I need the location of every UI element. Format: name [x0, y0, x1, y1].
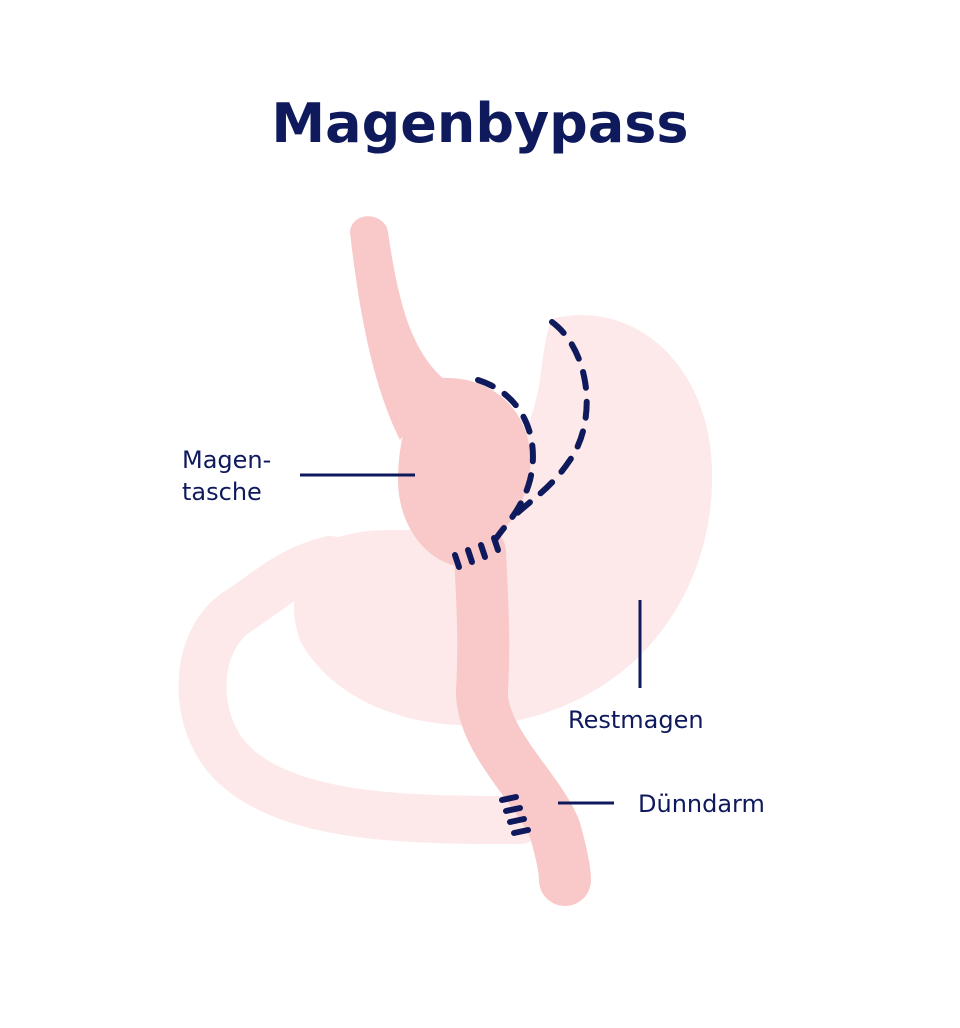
diagram-title: Magenbypass — [271, 92, 689, 155]
bypass-loop-shape — [178, 536, 544, 844]
stomach-pouch-shape — [398, 377, 531, 565]
pouch-staples — [452, 535, 501, 570]
stomach-pouch-label-line1: Magen- — [182, 446, 272, 474]
small-intestine-label: Dünndarm — [638, 790, 765, 818]
stomach-cut-line — [507, 319, 590, 523]
stomach-pouch-label: Magen- tasche — [182, 444, 271, 508]
small-intestine-shape — [454, 526, 591, 906]
remnant-stomach-label: Restmagen — [568, 706, 704, 734]
pouch-cut-line — [475, 377, 536, 543]
stomach-pouch-label-line2: tasche — [182, 478, 262, 506]
intestine-staples — [499, 794, 531, 836]
esophagus-shape — [350, 216, 445, 440]
